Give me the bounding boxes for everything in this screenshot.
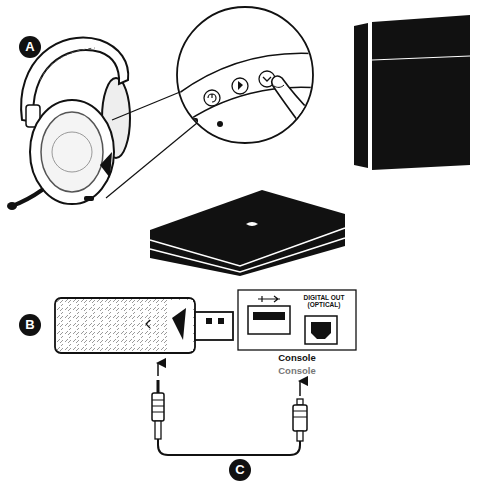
insert-arrow xyxy=(157,363,159,376)
audio-cable xyxy=(152,363,307,455)
brand-logo xyxy=(100,152,112,178)
jack-tip xyxy=(157,380,160,393)
callout-letter: A xyxy=(19,36,41,58)
console-label-grey: Console xyxy=(238,366,356,377)
port-label: DIGITAL OUT (OPTICAL) xyxy=(295,294,353,309)
transmitter-body xyxy=(55,298,195,353)
console-port-panel: DIGITAL OUT (OPTICAL)ConsoleConsole xyxy=(238,290,356,379)
indicator-led xyxy=(217,121,223,127)
cable-wire xyxy=(158,439,300,455)
ear-cushion xyxy=(41,112,103,192)
button-icon xyxy=(204,90,220,106)
headband-stitch xyxy=(40,48,95,80)
callout-letter: C xyxy=(229,459,251,481)
leader-line xyxy=(106,123,197,198)
mic-tip xyxy=(7,202,17,210)
strain-relief xyxy=(155,421,161,439)
zoom-circle xyxy=(177,7,313,143)
panel-outline xyxy=(238,290,356,350)
headset-drawing xyxy=(7,38,130,210)
usb-plug xyxy=(195,312,233,340)
button-icon xyxy=(232,78,248,94)
console-body xyxy=(372,15,470,170)
console-label: Console xyxy=(238,353,356,364)
brand-logo xyxy=(172,308,186,340)
zoom-detail xyxy=(175,7,325,148)
leader-line xyxy=(112,92,180,120)
console-logo xyxy=(246,222,258,226)
pressing-finger xyxy=(272,76,325,148)
console-panel xyxy=(238,290,356,350)
usb-symbol xyxy=(258,296,280,302)
panel-edge xyxy=(175,53,320,96)
bluetooth-symbol xyxy=(238,81,243,90)
usb-port-tongue xyxy=(253,312,285,320)
console-flat xyxy=(150,190,345,276)
strain-relief xyxy=(297,431,303,441)
console-slab xyxy=(354,23,368,168)
usb-transmitter xyxy=(55,298,233,353)
cup-button xyxy=(84,196,94,201)
pairing-symbol xyxy=(263,77,271,81)
callout-letter: B xyxy=(19,314,41,336)
insert-arrow xyxy=(299,381,301,396)
plug-ribs xyxy=(293,411,307,417)
usb-port xyxy=(248,306,290,334)
optical-port xyxy=(305,316,337,344)
fingernail xyxy=(274,85,284,87)
port xyxy=(188,118,198,124)
mic-boom xyxy=(12,190,42,206)
optical-plug xyxy=(293,405,307,431)
logo-area xyxy=(168,300,193,351)
console-groove xyxy=(372,56,470,60)
optical-socket xyxy=(311,322,331,339)
plug-ribs xyxy=(152,400,164,412)
layer-line xyxy=(150,238,345,272)
power-symbol xyxy=(208,94,216,102)
usb-contact xyxy=(218,318,224,324)
console-body xyxy=(150,190,345,276)
optical-tip xyxy=(297,399,303,405)
jack-plug xyxy=(152,393,164,421)
jack-marking xyxy=(146,320,150,328)
ear-cup-ring xyxy=(52,132,92,172)
usb-contact xyxy=(206,318,212,324)
console-vertical xyxy=(354,15,470,170)
